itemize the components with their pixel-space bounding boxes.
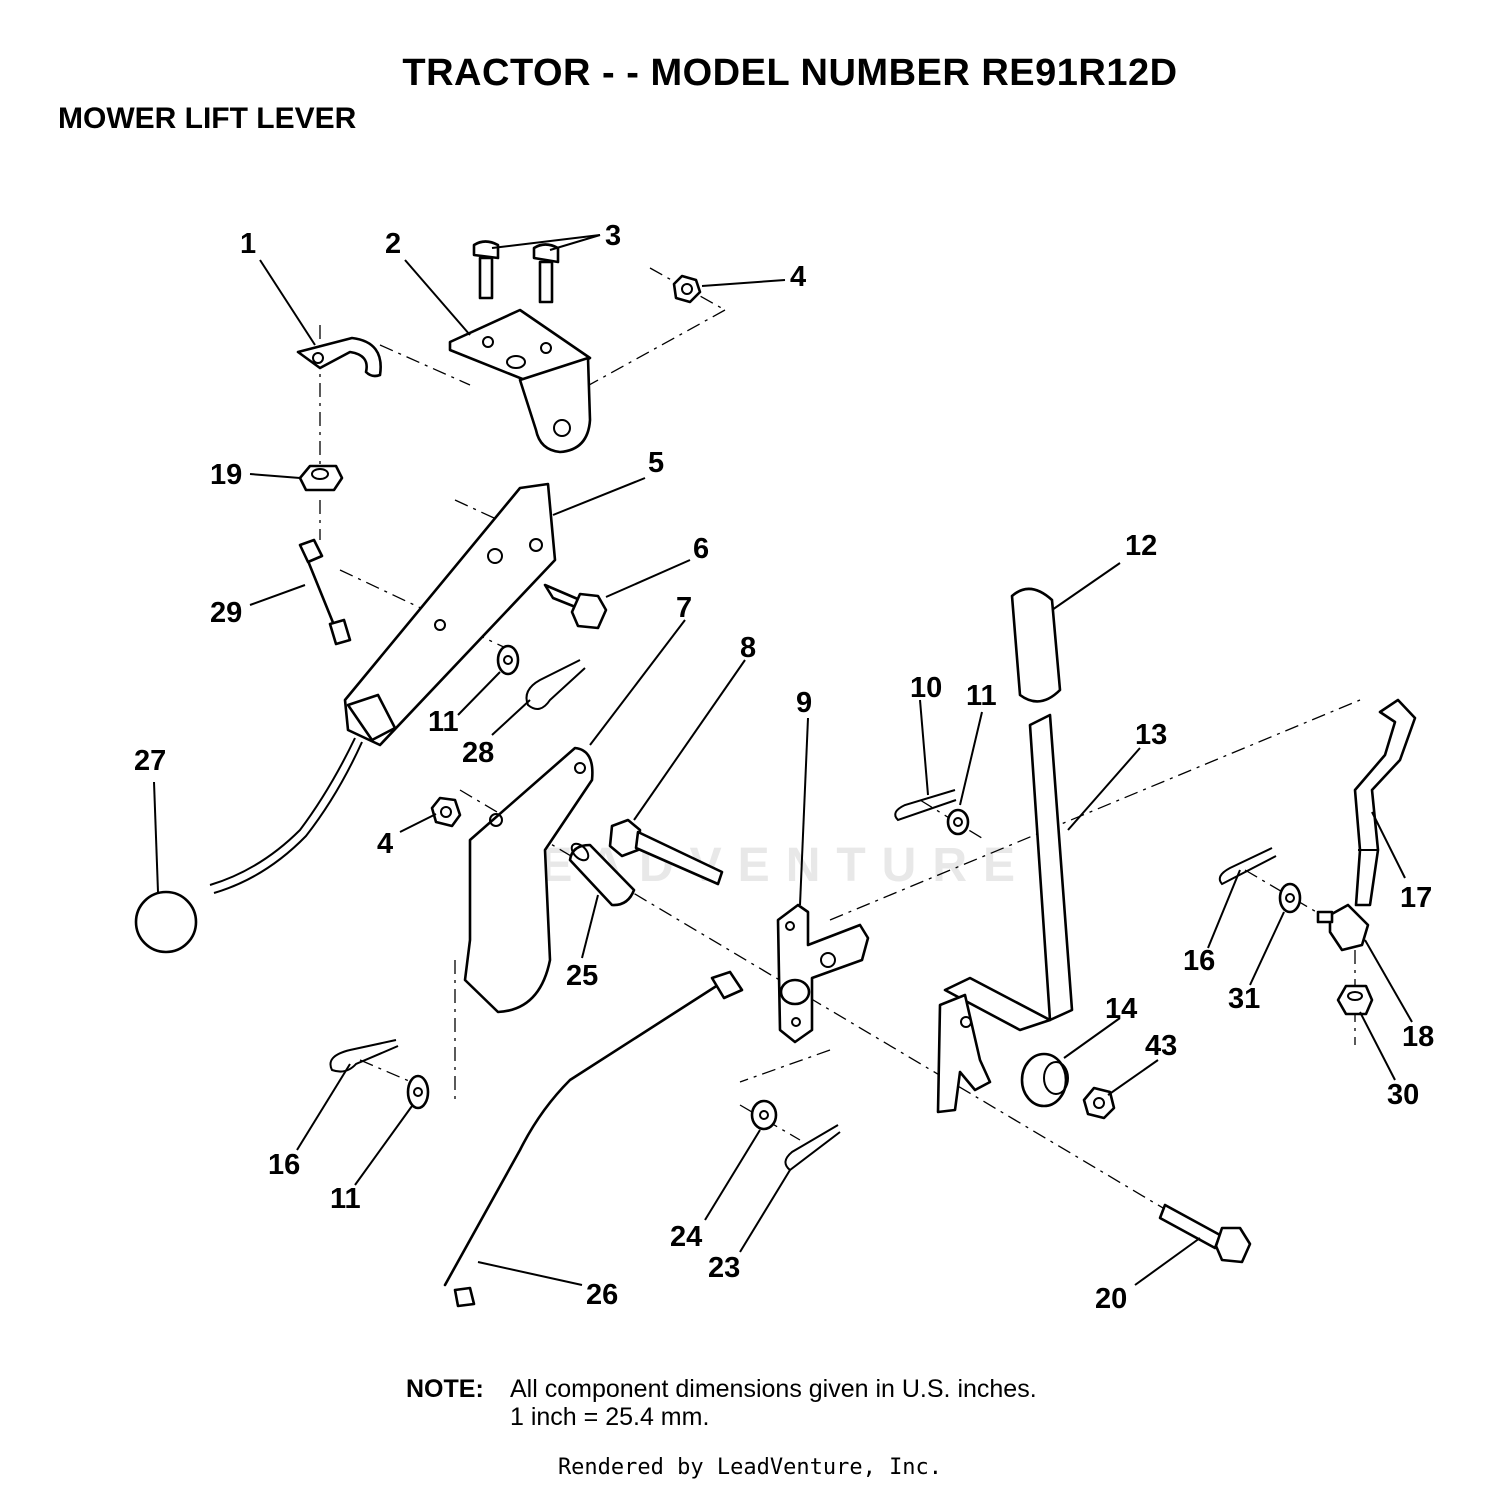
callout-30: 30 xyxy=(1387,1079,1419,1111)
part-16-hairpin-left xyxy=(329,1039,399,1073)
part-30-nut xyxy=(1336,984,1374,1016)
part-8-long-bolt xyxy=(608,818,724,886)
callout-11: 11 xyxy=(966,680,997,712)
callout-9: 9 xyxy=(796,687,812,719)
part-43-nut xyxy=(1082,1086,1116,1120)
callout-7: 7 xyxy=(676,592,692,624)
note-label: NOTE: xyxy=(406,1375,484,1403)
part-14-bushing xyxy=(1020,1052,1069,1108)
callout-3: 3 xyxy=(605,220,621,252)
callout-16: 16 xyxy=(268,1149,300,1181)
page-title: TRACTOR - - MODEL NUMBER RE91R12D xyxy=(402,52,1178,94)
part-10-cotter-pin xyxy=(894,789,957,822)
callout-11: 11 xyxy=(330,1183,361,1215)
part-2-bracket xyxy=(448,308,592,454)
callout-18: 18 xyxy=(1402,1021,1434,1053)
part-31-washer xyxy=(1278,882,1302,914)
callout-6: 6 xyxy=(693,533,709,565)
part-18-trunnion xyxy=(1316,903,1370,952)
part-1-clip xyxy=(296,336,382,378)
part-5-lift-arm xyxy=(209,482,557,894)
note-line-2: 1 inch = 25.4 mm. xyxy=(510,1403,710,1431)
leader-lines xyxy=(153,234,1413,1286)
note: NOTE: All component dimensions given in U… xyxy=(406,1375,1037,1431)
part-4-nut-mid xyxy=(430,796,462,828)
part-12-grip xyxy=(1010,587,1062,703)
callout-16: 16 xyxy=(1183,945,1215,977)
part-20-bolt xyxy=(1158,1203,1252,1264)
part-24-washer xyxy=(750,1099,778,1131)
callout-14: 14 xyxy=(1105,993,1137,1025)
part-29-link xyxy=(298,538,352,646)
callout-23: 23 xyxy=(708,1252,740,1284)
callout-19: 19 xyxy=(210,459,242,491)
callout-4: 4 xyxy=(377,828,393,860)
part-11-washer-lower xyxy=(406,1074,430,1110)
part-23-cotter-pin xyxy=(784,1124,841,1172)
callout-11: 11 xyxy=(428,706,459,738)
part-4-nut-top xyxy=(672,274,702,304)
callout-27: 27 xyxy=(134,745,166,777)
callout-20: 20 xyxy=(1095,1283,1127,1315)
callout-17: 17 xyxy=(1400,882,1432,914)
callout-43: 43 xyxy=(1145,1030,1177,1062)
part-11-washer-right xyxy=(946,808,970,836)
callout-2: 2 xyxy=(385,228,401,260)
callout-12: 12 xyxy=(1125,530,1157,562)
part-28-hairpin xyxy=(525,659,586,710)
section-title: MOWER LIFT LEVER xyxy=(58,102,357,135)
callout-25: 25 xyxy=(566,960,598,992)
part-3-bolts xyxy=(472,240,560,304)
part-25-spacer xyxy=(568,842,636,907)
callout-29: 29 xyxy=(210,597,242,629)
callout-10: 10 xyxy=(910,672,942,704)
part-17-height-rod xyxy=(1353,698,1417,907)
callout-1: 1 xyxy=(240,228,256,260)
callout-5: 5 xyxy=(648,447,664,479)
rendered-by-footer: Rendered by LeadVenture, Inc. xyxy=(557,1455,943,1480)
callout-numbers: 1 2 3 4 19 5 6 29 7 8 12 9 10 11 13 11 2… xyxy=(134,220,1434,1315)
callout-8: 8 xyxy=(740,632,756,664)
callout-26: 26 xyxy=(586,1279,618,1311)
part-13-lift-lever xyxy=(936,713,1074,1114)
part-9-pivot-plate xyxy=(776,903,870,1044)
part-26-rod xyxy=(443,970,744,1308)
callout-13: 13 xyxy=(1135,719,1167,751)
callout-4: 4 xyxy=(790,261,806,293)
part-27-knob xyxy=(134,890,198,954)
callout-31: 31 xyxy=(1228,983,1260,1015)
note-line-1: All component dimensions given in U.S. i… xyxy=(510,1375,1037,1403)
part-6-bolt xyxy=(543,583,608,630)
callout-28: 28 xyxy=(462,737,494,769)
part-11-washer-upper xyxy=(496,644,520,676)
part-19-nut xyxy=(298,464,344,492)
part-7-lever-plate xyxy=(463,746,594,1014)
part-16-hairpin-right xyxy=(1218,847,1277,886)
callout-24: 24 xyxy=(670,1221,702,1253)
